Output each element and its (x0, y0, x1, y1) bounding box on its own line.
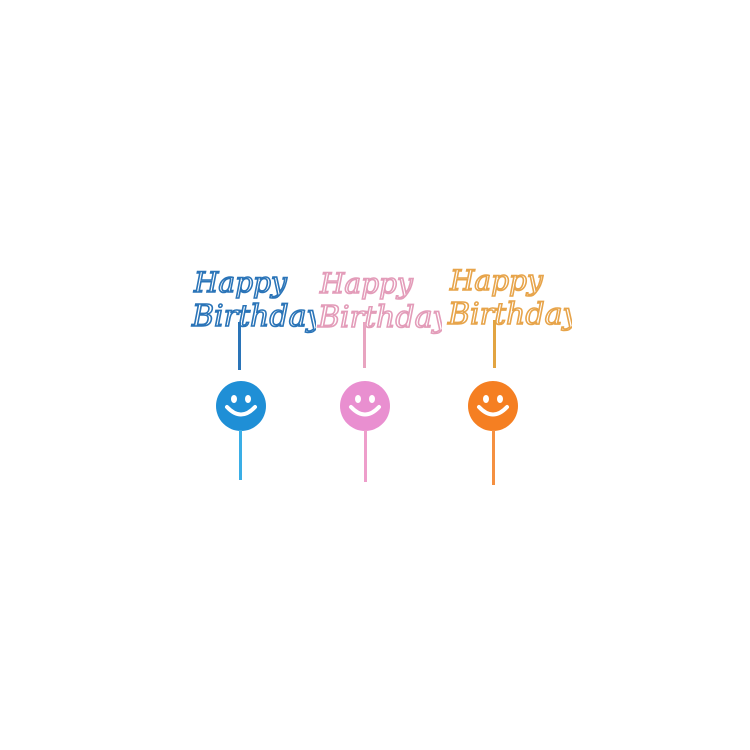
banner-line-2: Birthday (317, 300, 442, 335)
banner-graphic: Happy Birthday (316, 266, 442, 336)
banner-stick (493, 320, 496, 368)
birthday-topper-blue: Happy Birthday (186, 264, 316, 524)
banner-line-1: Happy (449, 264, 544, 297)
happy-birthday-banner: Happy Birthday (442, 262, 572, 337)
smiley-stick (492, 430, 495, 485)
banner-stick (363, 322, 366, 368)
banner-line-1: Happy (319, 267, 414, 300)
smiley-face-icon (467, 380, 519, 432)
happy-birthday-banner: Happy Birthday (186, 264, 316, 339)
happy-birthday-banner: Happy Birthday (312, 265, 442, 340)
banner-stick (238, 322, 241, 370)
banner-line-2: Birthday (191, 299, 316, 334)
banner-line-1: Happy (193, 266, 288, 299)
banner-graphic: Happy Birthday (446, 263, 572, 333)
banner-graphic: Happy Birthday (190, 265, 316, 335)
birthday-topper-gold: Happy Birthday (442, 262, 572, 522)
smiley-face-icon (339, 380, 391, 432)
birthday-topper-pink: Happy Birthday (312, 265, 442, 525)
smiley-stick (364, 430, 367, 482)
smiley-stick (239, 430, 242, 480)
banner-line-2: Birthday (447, 297, 572, 332)
smiley-face-icon (215, 380, 267, 432)
